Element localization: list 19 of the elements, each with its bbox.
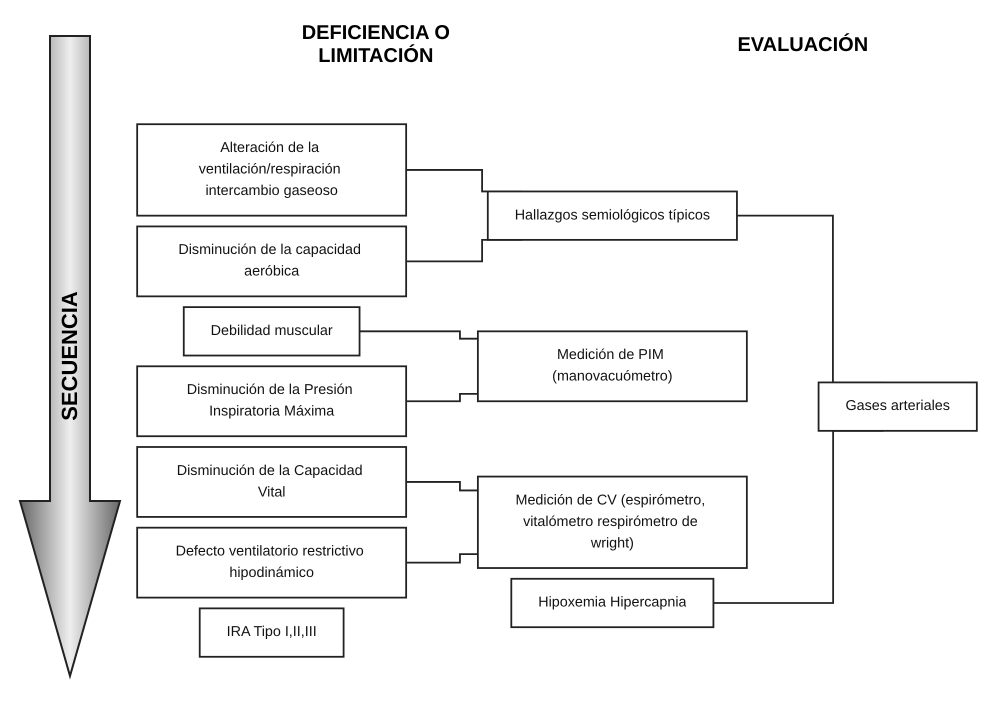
node-box: Hipoxemia Hipercapnia (510, 578, 714, 628)
connector (360, 330, 478, 340)
connector (406, 553, 478, 564)
column-heading: DEFICIENCIA O LIMITACIÓN (300, 22, 451, 68)
node-box: Alteración de la ventilación/respiración intercambio gaseoso (136, 123, 408, 217)
node-box: Defecto ventilatorio restrictivo hipodinámico (136, 526, 408, 598)
sequence-label: SECUENCIA (57, 290, 83, 420)
node-box: Gases arteriales (818, 382, 978, 432)
node-box: Disminución de la Capacidad Vital (136, 446, 408, 518)
node-box: Medición de CV (espirómetro, vitalómetro respirómetro de wright) (476, 476, 748, 569)
node-box: Disminución de la capacidad aeróbica (136, 226, 408, 298)
connector (406, 393, 478, 402)
node-box: Disminución de la Presión Inspiratoria Máxima (136, 365, 408, 438)
node-box: IRA Tipo I,II,III (198, 607, 344, 658)
node-box: Hallazgos semiológicos típicos (486, 190, 738, 241)
node-box: Debilidad muscular (182, 306, 360, 356)
connector (406, 481, 478, 492)
column-heading: EVALUACIÓN (737, 34, 868, 56)
node-box: Medición de PIM (manovacuómetro) (476, 330, 748, 402)
